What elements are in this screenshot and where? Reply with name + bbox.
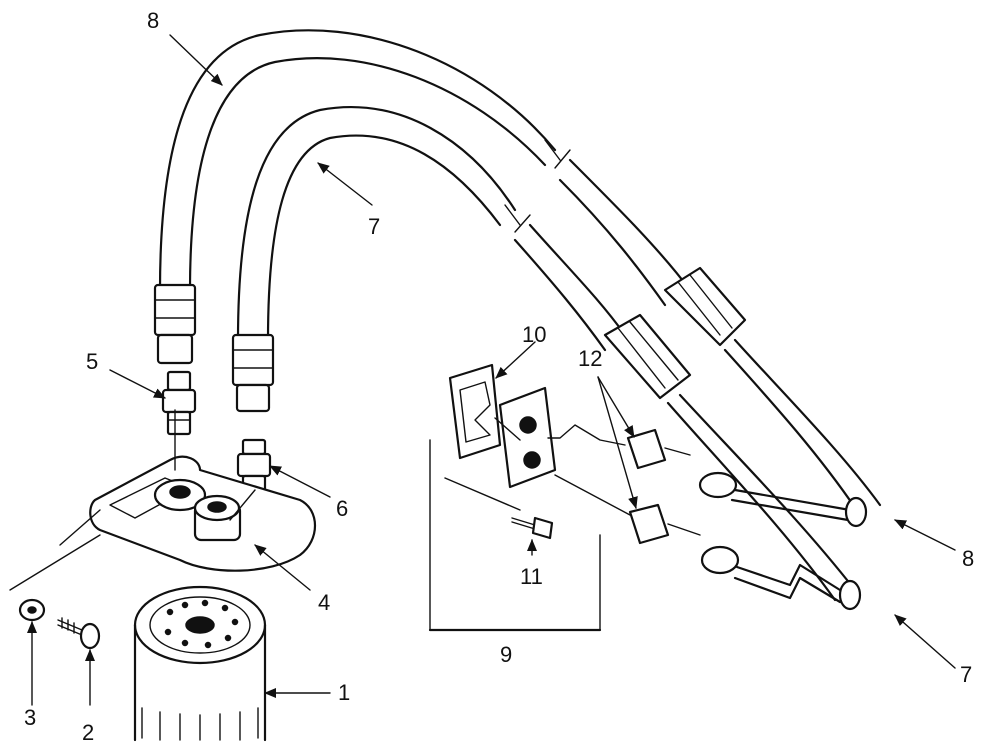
callout-8-upper: 8: [147, 8, 159, 33]
gasket-10: [448, 363, 502, 460]
callout-7-lower: 7: [960, 662, 972, 687]
adapter-5: [161, 370, 197, 436]
leader-lines: [27, 34, 956, 706]
hose-7: [236, 106, 857, 602]
callout-4: 4: [318, 590, 330, 615]
callout-labels: 1 2 3 4 5 6 7 7 8 8 9 10 11 12: [24, 8, 974, 745]
callout-9: 9: [500, 642, 512, 667]
oil-filter-1: [133, 585, 267, 742]
callout-2: 2: [82, 720, 94, 745]
callout-8-lower: 8: [962, 546, 974, 571]
callout-6: 6: [336, 496, 348, 521]
hose-7-left-fitting: [231, 333, 275, 413]
connector-12-upper: [626, 428, 868, 528]
washer-3: [18, 598, 46, 622]
filter-adapter-4: [89, 455, 316, 572]
callout-3: 3: [24, 705, 36, 730]
callout-10: 10: [522, 322, 546, 347]
callout-11: 11: [520, 564, 543, 589]
connector-12-lower: [628, 503, 862, 611]
bracket-9: [428, 439, 602, 632]
bolt-2: [57, 617, 101, 650]
adapter-plate: [498, 386, 557, 489]
callout-1: 1: [338, 680, 350, 705]
callout-5: 5: [86, 349, 98, 374]
alignment-lines: [9, 409, 631, 591]
callout-7-upper: 7: [368, 214, 380, 239]
hose-8-left-fitting: [153, 283, 197, 365]
hose-8: [158, 29, 882, 517]
screw-11: [511, 516, 554, 540]
callout-12: 12: [578, 346, 602, 371]
